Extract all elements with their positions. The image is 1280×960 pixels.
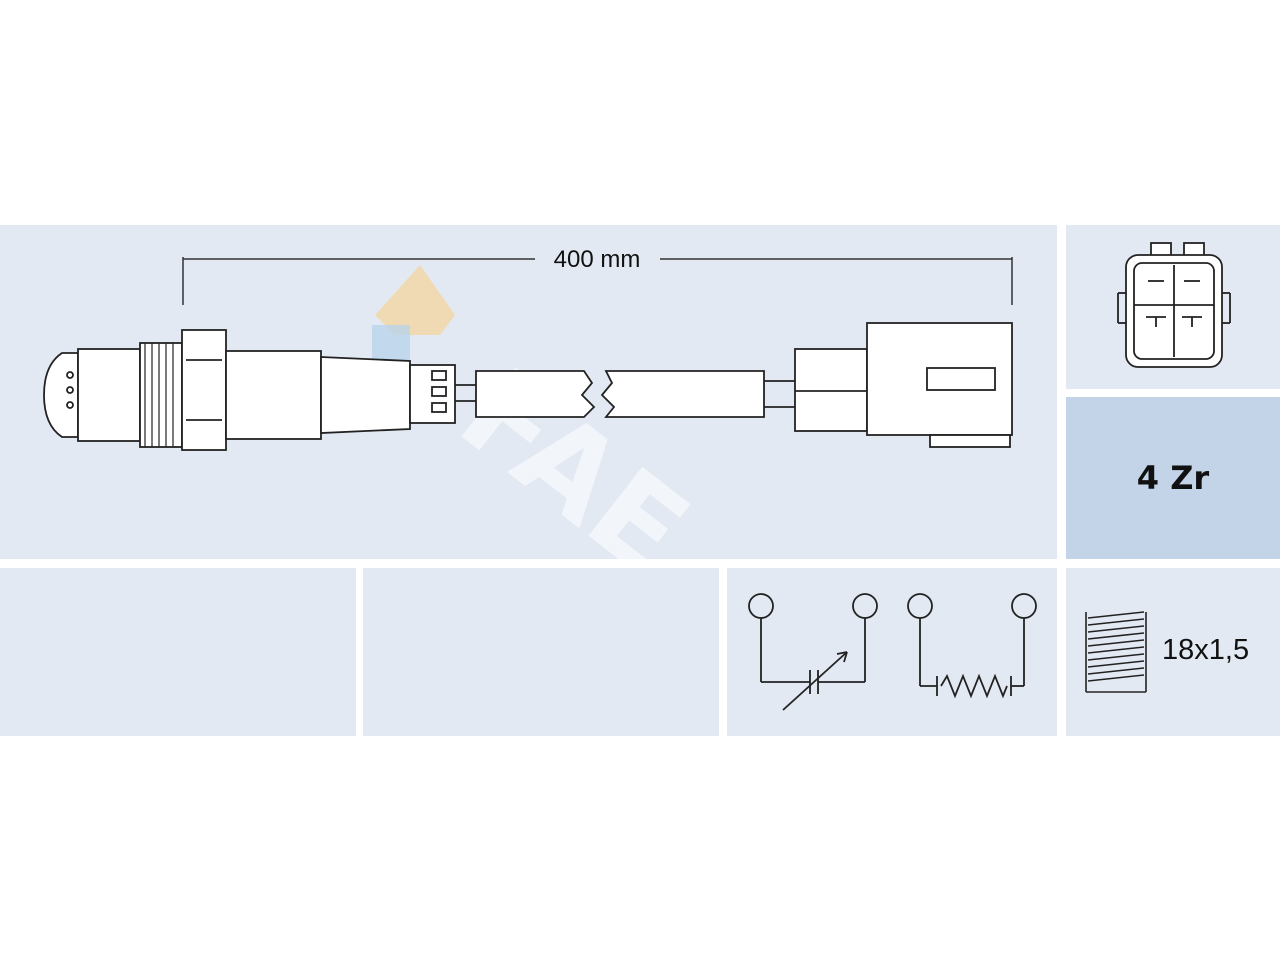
- thread-icon: [1085, 611, 1147, 693]
- sensor-type-label: 4 Zr: [1136, 459, 1210, 497]
- sensor-cable: [475, 370, 795, 418]
- circuit-symbols: [748, 593, 1037, 711]
- sensor-drawing-panel: FAE 400 mm: [0, 225, 1057, 559]
- dimension-line: [182, 257, 1013, 305]
- sensor-drawing: FAE 400 mm: [43, 246, 1013, 559]
- thread-size-panel: 18x1,5: [1066, 568, 1280, 736]
- heater-resistor-symbol-icon: [907, 593, 1037, 699]
- sensor-body: [43, 329, 476, 451]
- info-panel-empty-2: [363, 568, 719, 736]
- connector-plug: [794, 322, 1013, 448]
- connector-pinout-panel: [1066, 225, 1280, 389]
- sensor-type-panel: 4 Zr: [1066, 397, 1280, 559]
- connector-pinout: [1117, 242, 1231, 368]
- variable-sensor-symbol-icon: [748, 593, 878, 711]
- connector-face-icon: [1117, 242, 1231, 368]
- info-panel-empty-1: [0, 568, 356, 736]
- cable-length-label: 400 mm: [554, 246, 641, 273]
- thread-size-label: 18x1,5: [1162, 634, 1250, 666]
- circuit-symbol-panel: [727, 568, 1057, 736]
